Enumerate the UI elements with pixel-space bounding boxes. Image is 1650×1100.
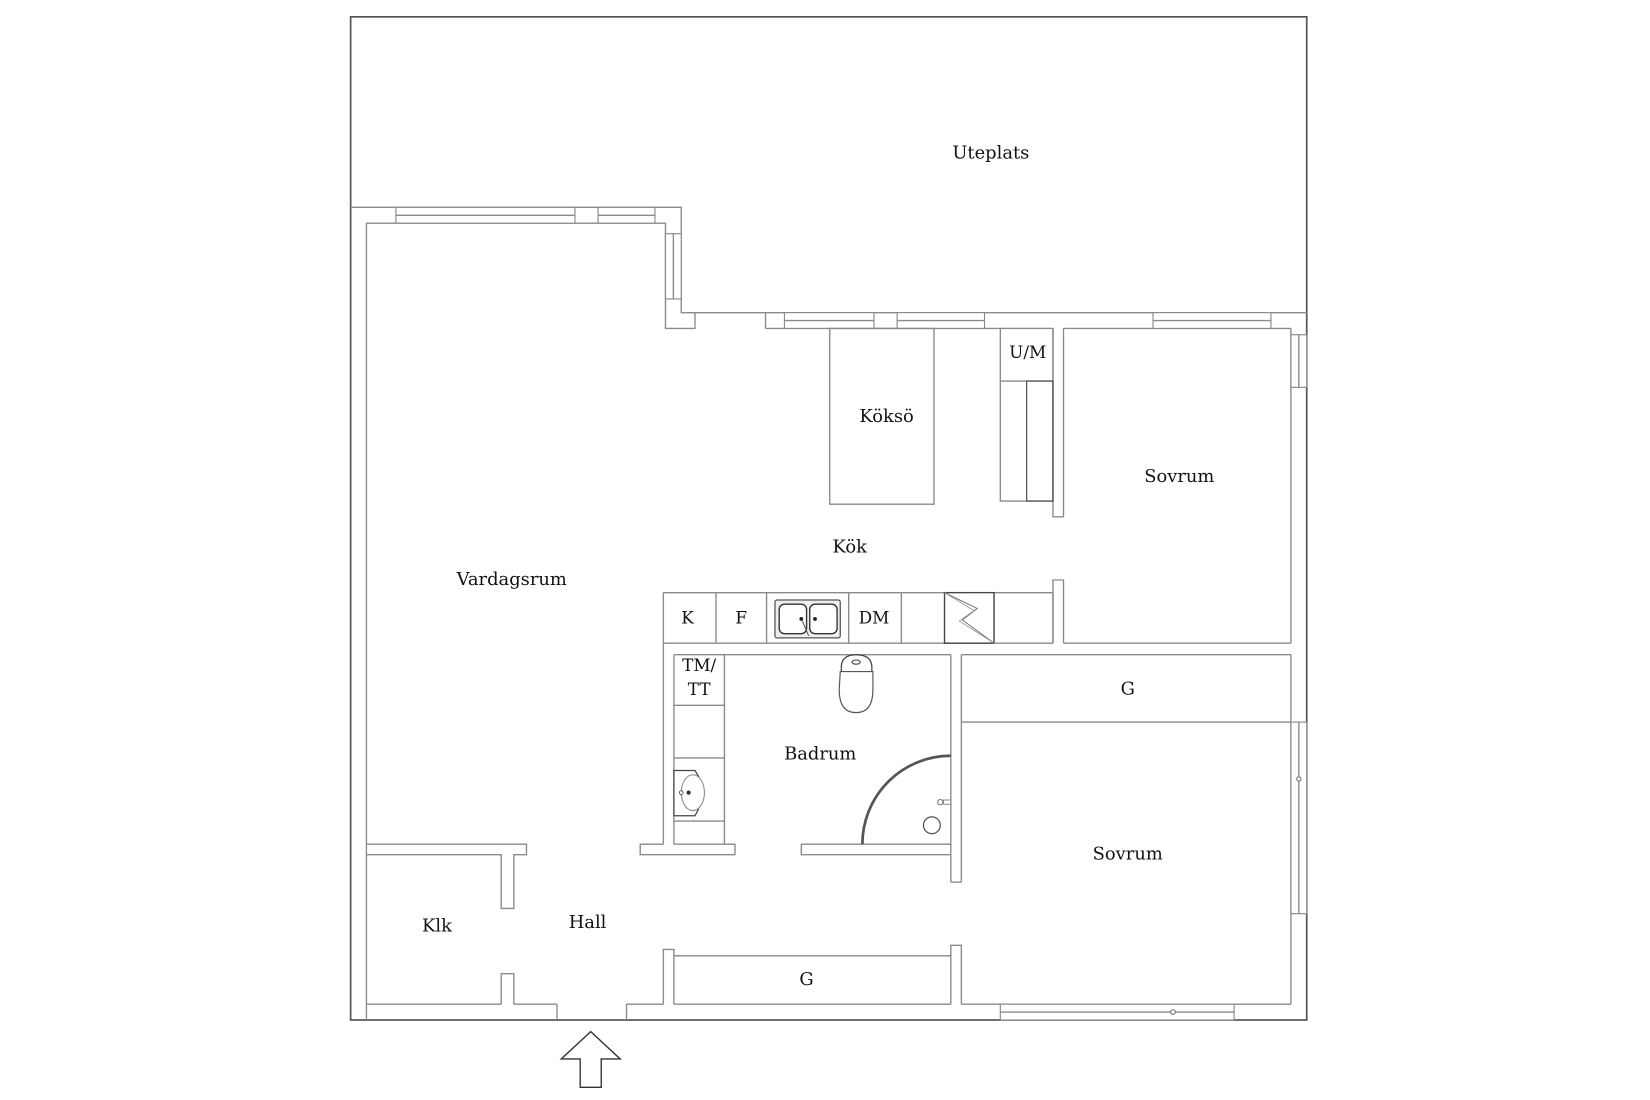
label-klk: Klk (422, 915, 452, 936)
entrance-arrow-icon (559, 1030, 622, 1089)
fridge-panel (1026, 380, 1054, 502)
bathroom-fixtures (673, 654, 952, 845)
kitchen-island (829, 327, 935, 505)
label-vardagsrum: Vardagsrum (456, 569, 567, 590)
label-dm: DM (859, 607, 890, 627)
label-g-bottom: G (799, 969, 813, 990)
washbasin-icon (673, 769, 705, 817)
windows (395, 206, 1308, 1021)
kitchen-counter (715, 591, 995, 644)
interior-walls (366, 328, 1291, 1005)
property-boundary (349, 16, 1308, 1021)
label-g-top: G (1121, 678, 1135, 699)
label-sovrum-bottom: Sovrum (1093, 844, 1163, 865)
label-badrum: Badrum (784, 744, 856, 765)
label-tt: TT (688, 679, 712, 699)
label-k: K (681, 607, 694, 627)
stove-icon (943, 591, 995, 644)
label-koksö: Köksö (859, 406, 913, 427)
shower-icon (861, 754, 952, 845)
toilet-icon (838, 654, 874, 714)
label-uteplats: Uteplats (952, 143, 1029, 164)
label-sovrum-top: Sovrum (1144, 466, 1214, 487)
sink-icon (774, 599, 841, 639)
label-hall: Hall (569, 912, 607, 933)
label-f: F (735, 607, 747, 627)
label-kok: Kök (833, 536, 868, 557)
label-tm: TM/ (682, 655, 716, 675)
label-um: U/M (1009, 342, 1046, 362)
